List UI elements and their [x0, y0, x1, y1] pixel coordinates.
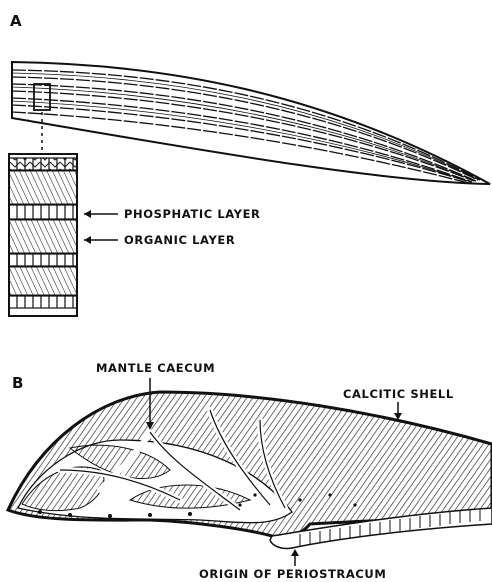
shell-section-a	[12, 62, 490, 184]
mantle-caecum-label: MANTLE CAECUM	[96, 361, 215, 375]
phosphatic-layer-callout: PHOSPHATIC LAYER	[84, 207, 261, 221]
organic-layer-label: ORGANIC LAYER	[124, 233, 235, 247]
enlarged-section	[9, 154, 77, 316]
periostracum-callout: ORIGIN OF PERIOSTRACUM	[199, 549, 386, 581]
shell-section-b	[8, 392, 492, 549]
panel-a-letter: A	[10, 12, 22, 30]
calcitic-shell-label: CALCITIC SHELL	[343, 387, 454, 401]
periostracum-label: ORIGIN OF PERIOSTRACUM	[199, 567, 386, 581]
panel-b-letter: B	[12, 374, 23, 392]
organic-layer-callout: ORGANIC LAYER	[84, 233, 235, 247]
phosphatic-layer-label: PHOSPHATIC LAYER	[124, 207, 261, 221]
